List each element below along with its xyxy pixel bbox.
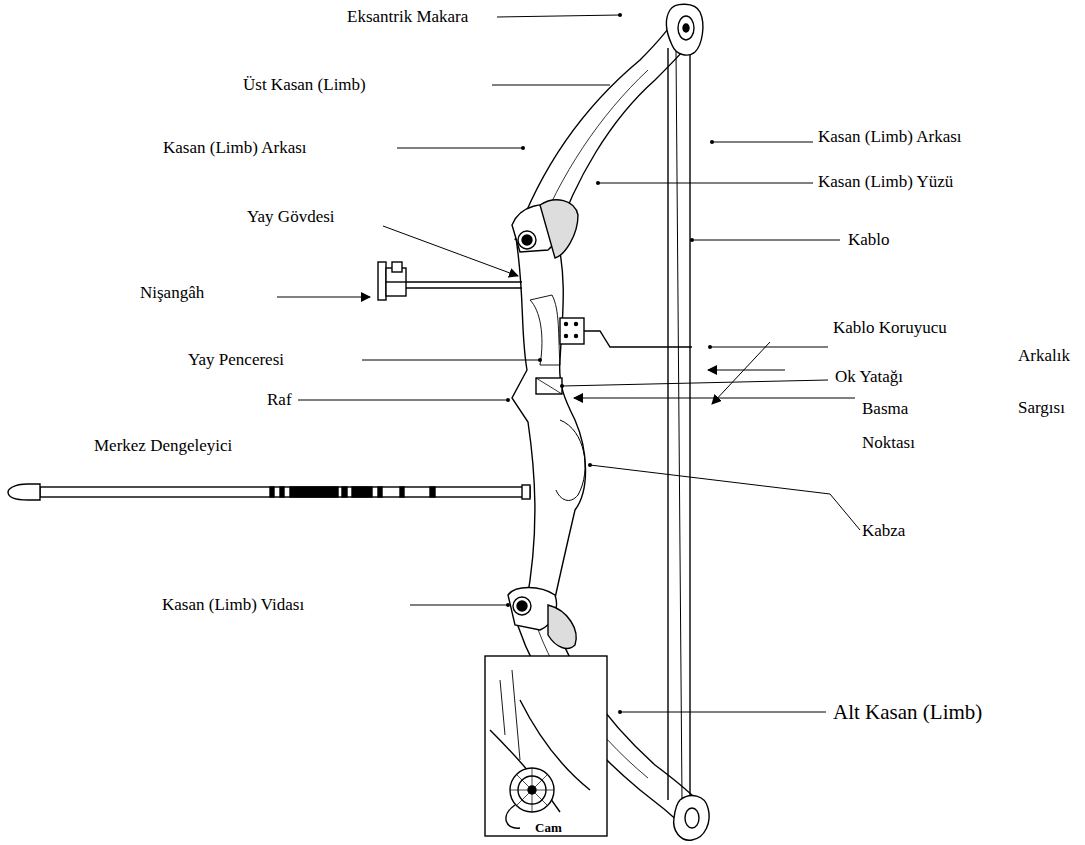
part-label: Üst Kasan (Limb)	[243, 75, 366, 95]
part-label: Ok Yatağı	[835, 367, 903, 387]
part-label: Kasan (Limb) Yüzü	[818, 172, 953, 192]
part-label: Kablo Koruyucu	[833, 318, 947, 338]
part-label: Alt Kasan (Limb)	[833, 700, 982, 724]
part-label: Kasan (Limb) Arkası	[818, 127, 962, 147]
part-label: Eksantrik Makara	[347, 7, 468, 27]
part-label: Raf	[267, 390, 292, 410]
part-label: Nişangâh	[140, 283, 204, 303]
inset-label: Cam	[535, 820, 562, 835]
part-label: Kasan (Limb) Vidası	[162, 595, 304, 615]
part-label: Kasan (Limb) Arkası	[163, 138, 307, 158]
part-label: Kabza	[862, 521, 905, 541]
part-label: Arkalık Sargısı	[1018, 330, 1070, 434]
part-label: Basma Noktası	[862, 392, 915, 460]
part-label: Kablo	[848, 230, 890, 250]
part-label: Yay Penceresi	[188, 350, 284, 370]
part-label: Merkez Dengeleyici	[94, 436, 232, 456]
part-label: Yay Gövdesi	[247, 207, 335, 227]
